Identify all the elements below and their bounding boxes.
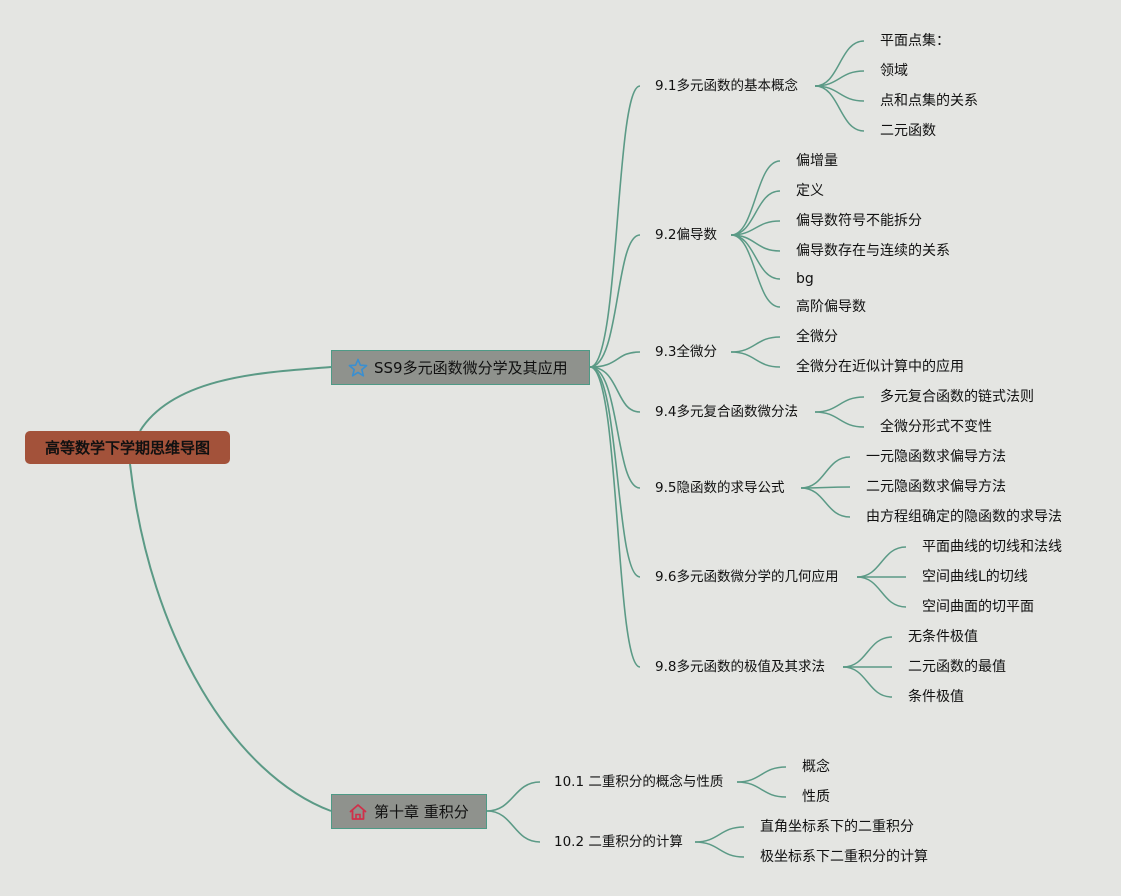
leaf-10-2-b[interactable]: 极坐标系下二重积分的计算 <box>760 849 928 865</box>
section-9-2[interactable]: 9.2偏导数 <box>655 227 717 243</box>
edge-group1-leaf-5 <box>730 234 781 308</box>
leaf-9-3-b[interactable]: 全微分在近似计算中的应用 <box>796 359 964 375</box>
leaf-9-1-d[interactable]: 二元函数 <box>880 123 936 139</box>
star-icon <box>348 358 368 378</box>
leaf-9-8-b[interactable]: 二元函数的最值 <box>908 659 1006 675</box>
edge-group4-leaf-0 <box>800 456 851 489</box>
leaf-9-4-b[interactable]: 全微分形式不变性 <box>880 419 992 435</box>
leaf-9-6-c[interactable]: 空间曲面的切平面 <box>922 599 1034 615</box>
chapter9-title: SS9多元函数微分学及其应用 <box>374 359 568 377</box>
edge-group6-leaf-0 <box>842 636 893 668</box>
edge-group1-leaf-0 <box>730 160 781 236</box>
leaf-9-6-b[interactable]: 空间曲线L的切线 <box>922 569 1028 585</box>
leaf-9-3-a[interactable]: 全微分 <box>796 329 838 345</box>
edge-ch9-section-6 <box>589 366 641 668</box>
section-9-3[interactable]: 9.3全微分 <box>655 344 717 360</box>
root-title: 高等数学下学期思维导图 <box>44 439 210 457</box>
home-icon <box>348 802 368 822</box>
section-9-8[interactable]: 9.8多元函数的极值及其求法 <box>655 659 825 675</box>
chapter10-title: 第十章 重积分 <box>374 803 469 821</box>
edge-ch10-section-0 <box>486 781 541 812</box>
edge-ch9-section-1 <box>589 234 641 368</box>
leaf-9-5-a[interactable]: 一元隐函数求偏导方法 <box>866 449 1006 465</box>
chapter9-node[interactable]: SS9多元函数微分学及其应用 <box>331 350 590 385</box>
edge-group7-leaf-1 <box>736 781 787 798</box>
leaf-9-2-c[interactable]: 偏导数符号不能拆分 <box>796 213 922 229</box>
chapter10-node[interactable]: 第十章 重积分 <box>331 794 487 829</box>
leaf-9-1-c[interactable]: 点和点集的关系 <box>880 93 978 109</box>
edge-group5-leaf-2 <box>856 576 907 608</box>
leaf-9-1-a[interactable]: 平面点集： <box>880 33 950 49</box>
leaf-9-2-e[interactable]: bg <box>796 271 814 287</box>
leaf-9-5-c[interactable]: 由方程组确定的隐函数的求导法 <box>866 509 1062 525</box>
section-10-2[interactable]: 10.2 二重积分的计算 <box>554 834 683 850</box>
edge-root-chapter9 <box>139 366 332 432</box>
leaf-9-2-f[interactable]: 高阶偏导数 <box>796 299 866 315</box>
edge-group3-leaf-1 <box>814 411 865 428</box>
section-9-6[interactable]: 9.6多元函数微分学的几何应用 <box>655 569 839 585</box>
edge-ch9-section-2 <box>589 351 641 368</box>
section-10-1[interactable]: 10.1 二重积分的概念与性质 <box>554 774 724 790</box>
edge-group2-leaf-1 <box>730 351 781 368</box>
edge-group3-leaf-0 <box>814 396 865 413</box>
leaf-10-1-a[interactable]: 概念 <box>802 759 830 775</box>
leaf-9-8-c[interactable]: 条件极值 <box>908 689 964 705</box>
leaf-9-2-b[interactable]: 定义 <box>796 183 824 199</box>
edge-ch9-section-5 <box>589 366 641 578</box>
edge-group4-leaf-2 <box>800 487 851 518</box>
edge-ch9-section-0 <box>589 85 641 368</box>
section-9-5[interactable]: 9.5隐函数的求导公式 <box>655 480 785 496</box>
edge-root-chapter10 <box>129 463 332 812</box>
edge-group6-leaf-2 <box>842 666 893 698</box>
edge-group8-leaf-1 <box>694 841 745 858</box>
leaf-9-2-d[interactable]: 偏导数存在与连续的关系 <box>796 243 950 259</box>
section-9-4[interactable]: 9.4多元复合函数微分法 <box>655 404 798 420</box>
edge-group1-leaf-1 <box>730 190 781 236</box>
edge-ch10-section-1 <box>486 810 541 843</box>
edge-group0-leaf-0 <box>814 40 865 87</box>
edge-group7-leaf-0 <box>736 766 787 783</box>
leaf-10-2-a[interactable]: 直角坐标系下的二重积分 <box>760 819 914 835</box>
leaf-9-4-a[interactable]: 多元复合函数的链式法则 <box>880 389 1034 405</box>
edge-group8-leaf-0 <box>694 826 745 843</box>
edge-group0-leaf-3 <box>814 85 865 132</box>
edge-ch9-section-3 <box>589 366 641 413</box>
root-node[interactable]: 高等数学下学期思维导图 <box>25 431 230 464</box>
leaf-9-6-a[interactable]: 平面曲线的切线和法线 <box>922 539 1062 555</box>
leaf-9-2-a[interactable]: 偏增量 <box>796 153 838 169</box>
leaf-9-1-b[interactable]: 领域 <box>880 63 908 79</box>
edge-group2-leaf-0 <box>730 336 781 353</box>
leaf-9-5-b[interactable]: 二元隐函数求偏导方法 <box>866 479 1006 495</box>
section-9-1[interactable]: 9.1多元函数的基本概念 <box>655 78 798 94</box>
leaf-9-8-a[interactable]: 无条件极值 <box>908 629 978 645</box>
edge-ch9-section-4 <box>589 366 641 489</box>
leaf-10-1-b[interactable]: 性质 <box>802 789 830 805</box>
edge-group5-leaf-0 <box>856 546 907 578</box>
